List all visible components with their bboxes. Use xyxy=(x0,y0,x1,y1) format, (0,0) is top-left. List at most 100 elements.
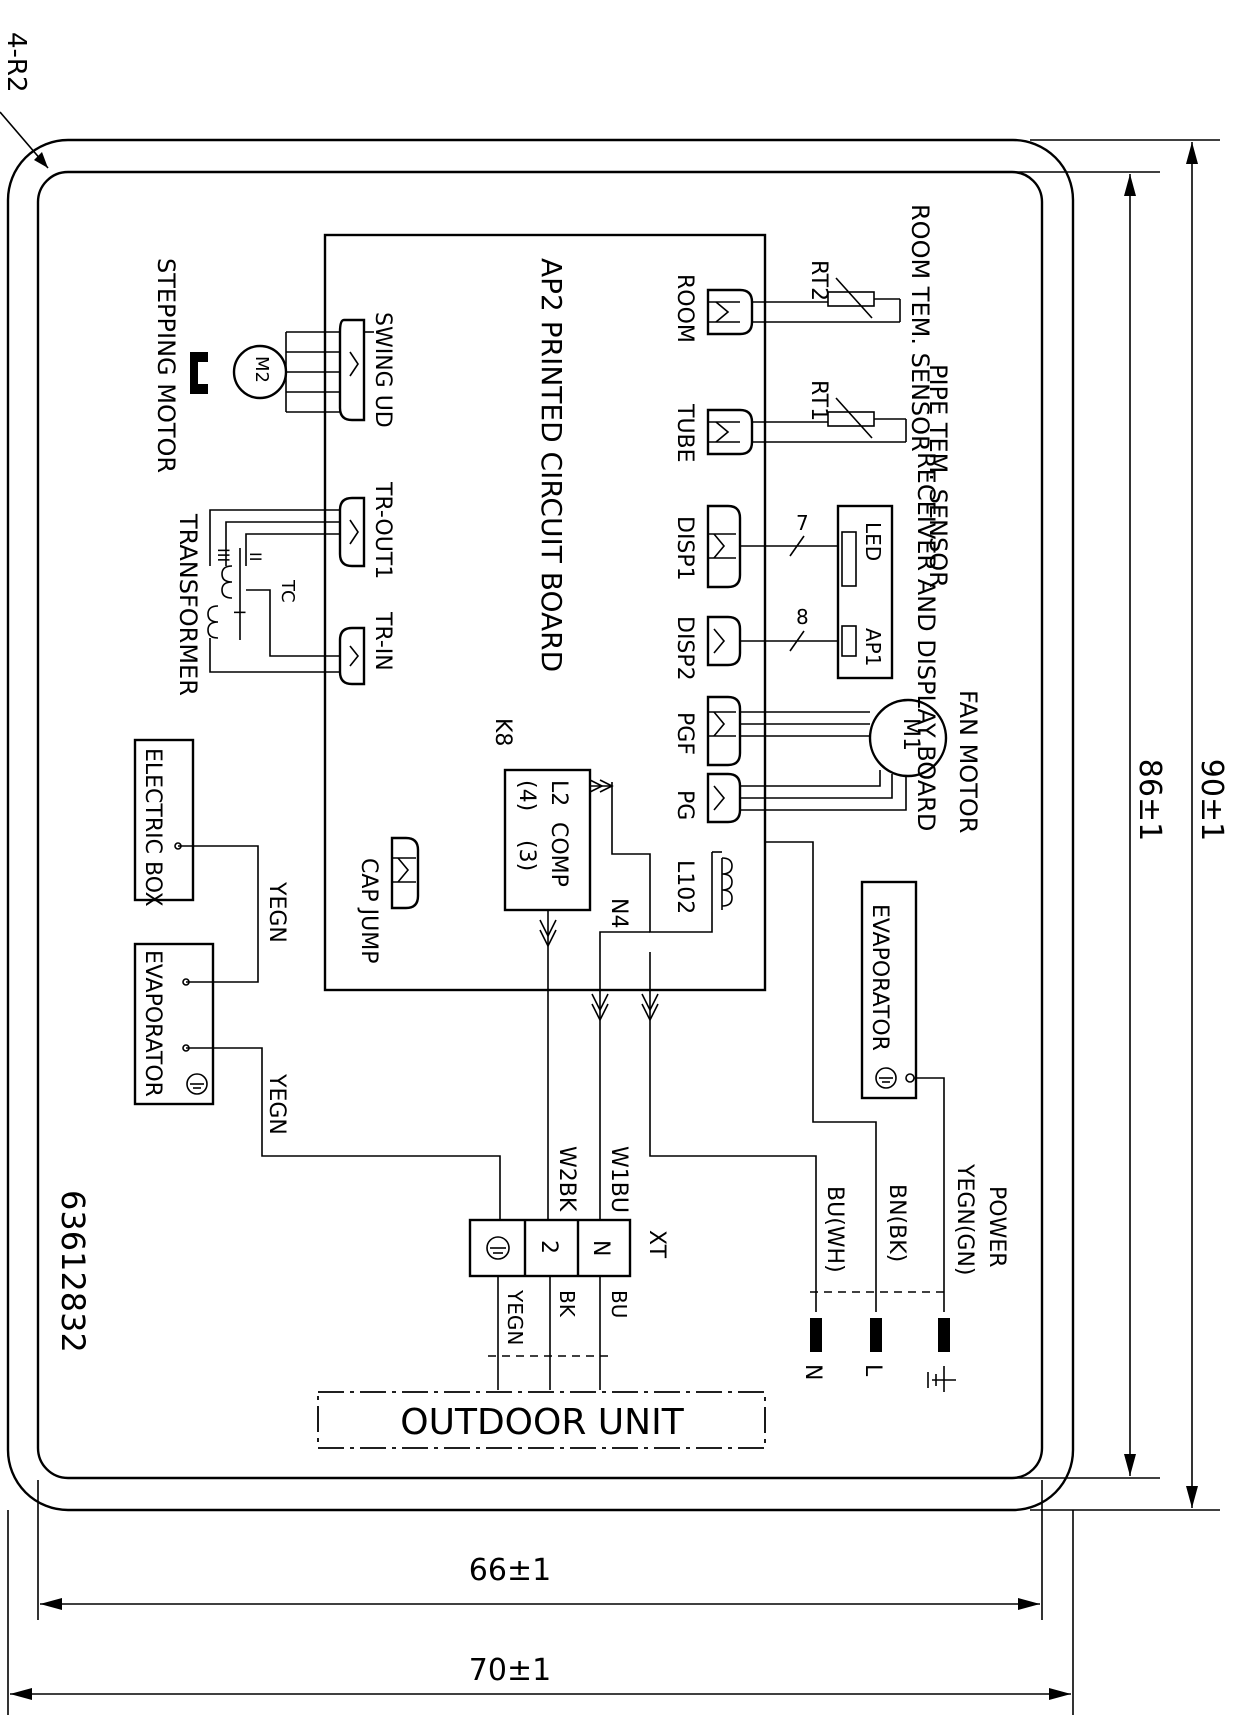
dim-width-inner: 66±1 xyxy=(469,1553,551,1588)
terminal-n-label: N xyxy=(800,1364,825,1380)
corner-radius-callout: 4-R2 xyxy=(0,32,49,169)
wire-w1bu-label: W1BU xyxy=(606,1146,631,1213)
k8-label: K8 xyxy=(490,718,515,746)
dimension-lines xyxy=(7,139,1220,1715)
transformer-label: TRANSFORMER xyxy=(174,513,202,696)
evaporator-ground-box-left xyxy=(133,942,215,1106)
yegn-label-1: YEGN xyxy=(264,881,289,943)
electric-box-label: ELECTRIC BOX xyxy=(140,748,165,907)
dim-height-outer: 90±1 xyxy=(1194,759,1229,841)
ap1-block xyxy=(841,625,857,657)
swing-wires xyxy=(285,331,340,413)
plug-n xyxy=(810,1318,822,1352)
pcb-board-outline xyxy=(323,233,767,992)
rt2-thermistor xyxy=(752,277,901,323)
connector-swing-ud xyxy=(338,318,374,422)
part-number: 63612832 xyxy=(54,1190,92,1353)
m1-label: M1 xyxy=(898,718,923,751)
earth-icon xyxy=(927,1366,956,1392)
ground-icon xyxy=(875,1067,897,1089)
wire-bu-wh-label: BU(WH) xyxy=(822,1186,847,1273)
l102-coil xyxy=(711,851,733,912)
receiver-board-label: RECEIVER AND DISPLAY BOARD xyxy=(912,452,940,831)
ground-icon xyxy=(486,1236,510,1260)
evaporator-ground-box-right xyxy=(860,880,918,1100)
m2-label: M2 xyxy=(251,356,272,383)
connector-tr-in xyxy=(338,626,366,686)
rt2-label: RT2 xyxy=(806,260,831,301)
coil-i-label: I xyxy=(230,610,249,615)
label-inner-border xyxy=(36,170,1044,1480)
outdoor-unit-box xyxy=(317,1391,766,1449)
stepping-motor-label: STEPPING MOTOR xyxy=(152,258,180,473)
corner-radius-label: 4-R2 xyxy=(1,32,31,93)
outdoor-wire-bk: BK xyxy=(555,1290,579,1318)
connector-tr-in-label: TR-IN xyxy=(370,611,395,671)
relay-l2-label: L2 xyxy=(546,780,571,806)
plug-l xyxy=(870,1318,882,1352)
connector-cap-jump xyxy=(390,836,420,910)
evaporator-label-right: EVAPORATOR xyxy=(867,904,892,1051)
plug-ground xyxy=(938,1318,950,1352)
wire-n4-out xyxy=(649,952,817,1312)
n4-link xyxy=(599,931,650,952)
power-label: POWER xyxy=(984,1186,1009,1268)
coil-ii-label: II xyxy=(246,552,265,561)
wire-bn-bk xyxy=(765,841,877,1312)
receiver-board xyxy=(836,504,894,680)
room-sensor-label: ROOM TEM. SENSOR xyxy=(906,204,934,452)
connector-room-label: ROOM xyxy=(672,274,697,343)
connector-disp1-label: DISP1 xyxy=(672,516,697,581)
yegn-wire-2 xyxy=(186,1047,501,1220)
connector-tube xyxy=(706,408,754,456)
led-label: LED xyxy=(861,522,885,561)
terminal-l-label: L xyxy=(860,1364,885,1377)
disp2-wire-count: 8 xyxy=(796,605,809,629)
xt-label: XT xyxy=(644,1230,669,1259)
connector-disp2 xyxy=(706,615,742,667)
pipe-sensor-label: PIPE TEM. SENSOR xyxy=(924,364,952,588)
outdoor-wire-yegn: YEGN xyxy=(503,1289,527,1345)
xt-terminal-2: 2 xyxy=(536,1240,561,1254)
ground-icon xyxy=(186,1073,208,1095)
wire-l102 xyxy=(611,782,713,933)
label-outer-border xyxy=(6,138,1075,1512)
connector-tube-label: TUBE xyxy=(672,403,697,463)
fan-motor-label: FAN MOTOR xyxy=(954,690,982,833)
dim-height-inner: 86±1 xyxy=(1132,759,1167,841)
connector-cap-jump-label: CAP JUMP xyxy=(356,858,381,964)
wire-w2bk-label: W2BK xyxy=(554,1146,579,1212)
n4-label: N4 xyxy=(606,898,631,928)
relay-comp-label: COMP xyxy=(546,822,571,887)
rt1-thermistor xyxy=(752,397,907,443)
connector-pg-label: PG xyxy=(672,790,697,820)
relay-pin4-label: (4) xyxy=(514,780,539,811)
yegn-wire-1 xyxy=(178,845,259,983)
coil-iii-label: III xyxy=(214,548,233,562)
tc-label: TC xyxy=(277,579,298,603)
evaporator-label-left: EVAPORATOR xyxy=(140,950,165,1097)
connector-l102-label: L102 xyxy=(672,860,697,914)
wire-bn-bk-label: BN(BK) xyxy=(884,1184,909,1262)
pcb-board-title: AP2 PRINTED CIRCUIT BOARD xyxy=(535,258,568,672)
connector-disp1 xyxy=(706,504,742,589)
dim-width-outer: 70±1 xyxy=(469,1653,551,1688)
led-block xyxy=(841,531,857,587)
transformer-symbol xyxy=(207,509,340,673)
yegn-label-2: YEGN xyxy=(264,1073,289,1135)
fan-motor-wires xyxy=(740,711,907,811)
connector-room xyxy=(706,288,754,336)
ap1-label: AP1 xyxy=(861,628,885,666)
connector-pgf xyxy=(706,695,742,767)
relay-pin3-label: (3) xyxy=(514,840,539,871)
wire-yegn-gn-label: YEGN(GN) xyxy=(952,1163,977,1276)
rt1-label: RT1 xyxy=(806,380,831,421)
evaporator-right-wire xyxy=(914,1077,945,1312)
xt-terminal-n: N xyxy=(588,1240,613,1256)
disp1-wire-count: 7 xyxy=(796,511,809,535)
connector-pg xyxy=(706,772,742,824)
fan-motor-symbol xyxy=(868,698,948,778)
outdoor-wire-bu: BU xyxy=(607,1290,631,1318)
electric-box xyxy=(133,738,195,902)
